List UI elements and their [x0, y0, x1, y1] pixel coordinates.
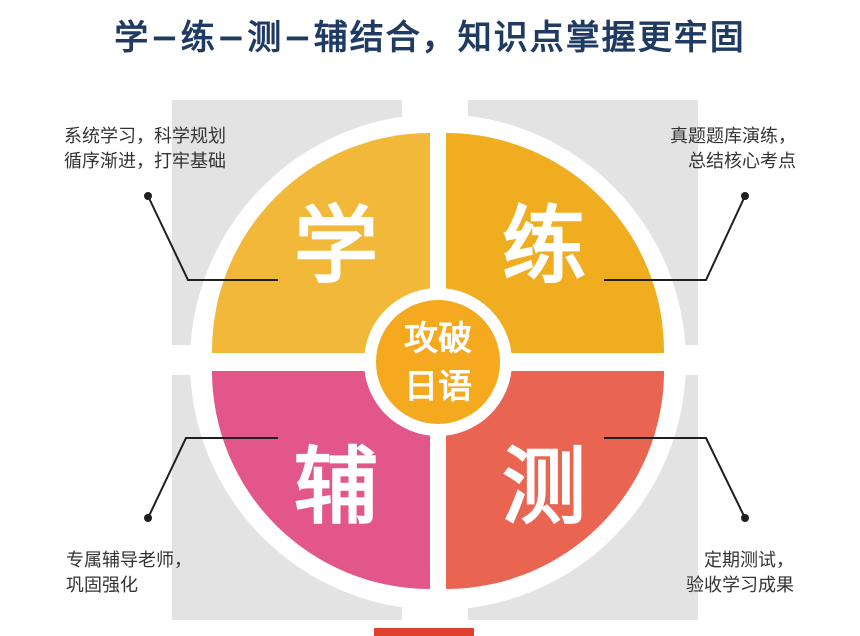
quadrant-learn: [211, 133, 430, 353]
center-label-line2: 日语: [404, 367, 472, 407]
connector-test: [604, 437, 746, 519]
callout-test-line2: 验收学习成果: [686, 575, 794, 596]
callout-learn: 系统学习，科学规划 循序渐进，打牢基础: [64, 124, 226, 174]
callout-practice: 真题题库演练， 总结核心考点: [670, 124, 796, 174]
connector-learn: [147, 195, 278, 281]
center-circle: [376, 300, 500, 424]
quadrant-label-learn: 学: [294, 197, 378, 295]
bottom-accent-tab: [374, 628, 474, 636]
connector-tutor: [147, 437, 278, 519]
quadrant-practice: [446, 132, 665, 353]
callout-test-line1: 定期测试，: [704, 550, 794, 571]
center-label-line1: 攻破: [404, 319, 472, 359]
quadrant-label-test: 测: [502, 438, 586, 536]
connector-dot-practice: [741, 192, 749, 200]
callout-test: 定期测试， 验收学习成果: [686, 548, 794, 598]
callout-tutor: 专属辅导老师， 巩固强化: [66, 548, 192, 598]
connector-dot-learn: [144, 192, 152, 200]
callout-tutor-line1: 专属辅导老师，: [66, 550, 192, 571]
quadrant-test: [446, 371, 664, 589]
quadrant-label-tutor: 辅: [294, 438, 378, 536]
callout-learn-line1: 系统学习，科学规划: [64, 126, 226, 147]
callout-learn-line2: 循序渐进，打牢基础: [64, 151, 226, 172]
quadrant-label-practice: 练: [502, 197, 586, 295]
page-title: 学−练−测−辅结合，知识点掌握更牢固: [114, 18, 746, 58]
quadrant-tutor: [212, 371, 430, 589]
callout-practice-line2: 总结核心考点: [688, 151, 796, 172]
connector-dot-tutor: [144, 514, 152, 522]
callout-practice-line1: 真题题库演练，: [670, 126, 796, 147]
connector-dot-test: [741, 514, 749, 522]
connector-practice: [604, 195, 746, 281]
callout-tutor-line2: 巩固强化: [66, 575, 138, 596]
